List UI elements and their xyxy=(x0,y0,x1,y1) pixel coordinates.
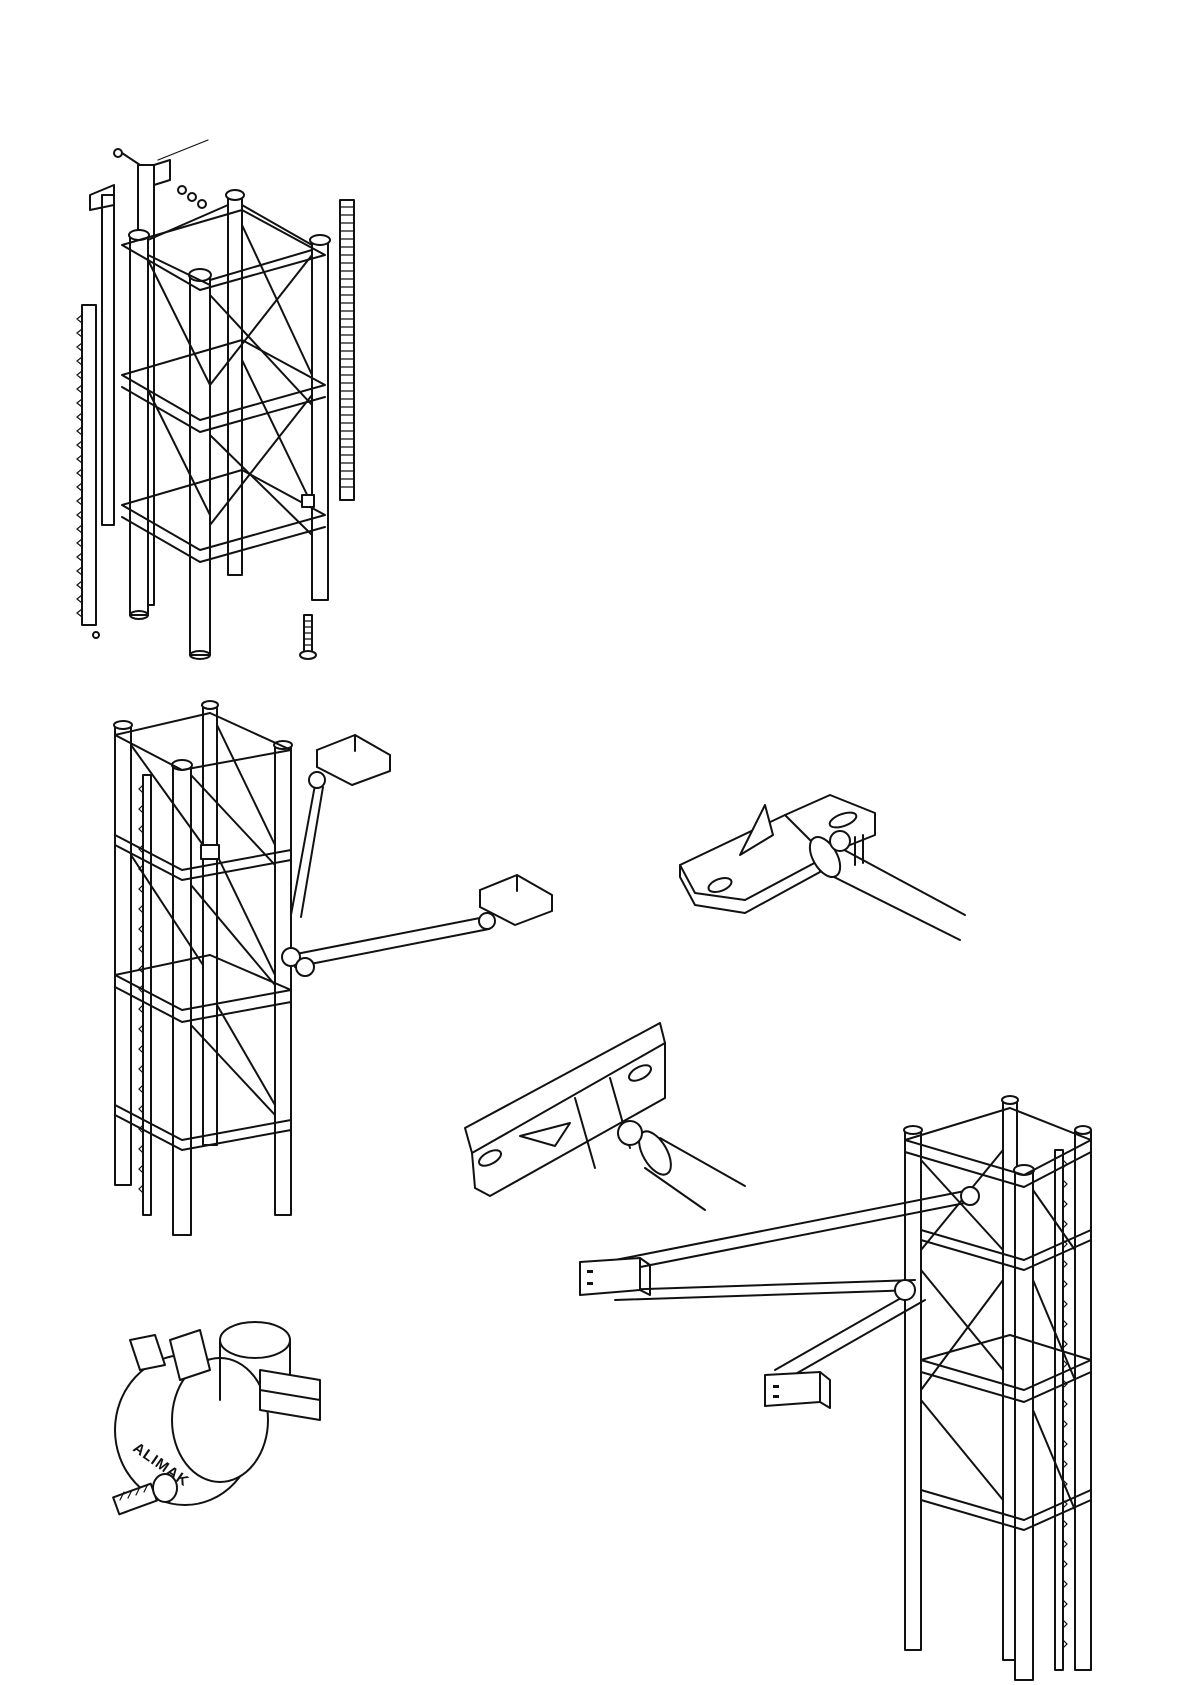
mast-with-tie-in-right-figure xyxy=(575,1090,1095,1680)
wall-bracket-icon xyxy=(680,795,965,940)
mast-section-exploded-figure xyxy=(60,135,400,655)
mast-section-exploded-icon xyxy=(77,140,354,659)
tube-clamp-icon: ALIMAK xyxy=(113,1322,320,1514)
wall-bracket-detail-top-figure xyxy=(675,775,975,945)
mast-tie-in-icon xyxy=(580,1096,1091,1680)
tube-clamp-figure: ALIMAK xyxy=(110,1310,340,1540)
